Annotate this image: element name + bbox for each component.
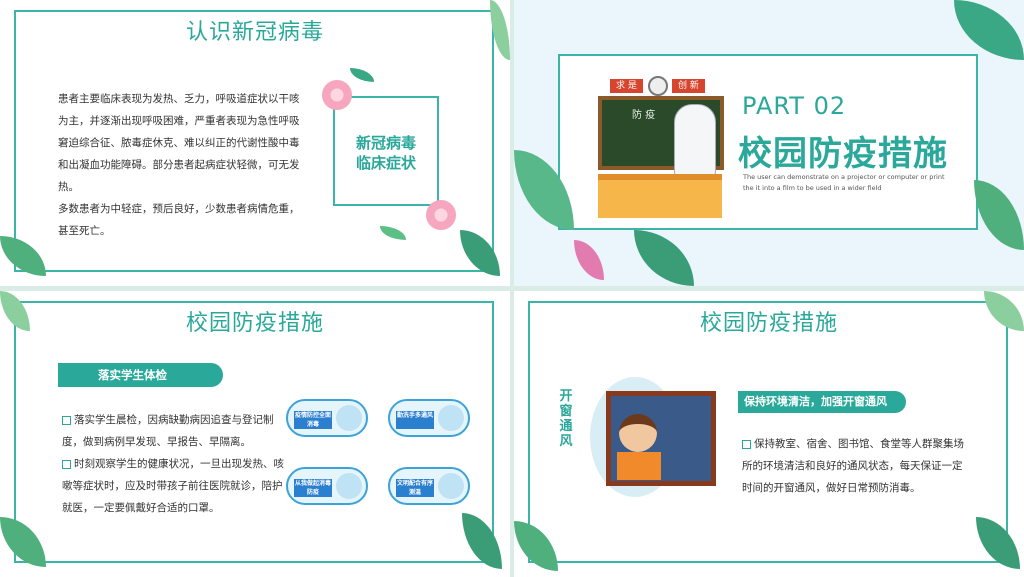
bullet-icon: [742, 439, 751, 449]
leaf-icon: [974, 180, 1024, 250]
tip-label: 从我做起消毒防疫: [294, 479, 332, 497]
leaf-icon: [634, 230, 694, 286]
tip-label: 疫情防控全面消毒: [294, 411, 332, 429]
checkup-text: 落实学生晨检，因病缺勤病因追查与登记制度，做到病例早发现、早报告、早隔离。 时刻…: [62, 409, 288, 519]
student-icon: [336, 473, 362, 499]
tip-label: 文明配合有序测温: [396, 479, 434, 497]
slide-title: 校园防疫措施: [699, 311, 838, 336]
card-title-line-2: 临床症状: [355, 154, 416, 172]
card-title-line-1: 新冠病毒: [355, 134, 416, 152]
window-illustration: [606, 391, 716, 486]
bullet-text: 落实学生晨检，因病缺勤病因追查与登记制度，做到病例早发现、早报告、早隔离。: [62, 414, 274, 448]
tip-pill: 勤洗手多通风: [388, 399, 470, 437]
board-text: 防 疫: [632, 110, 656, 121]
part-label: PART 02: [742, 92, 847, 120]
bullet-item: 时刻观察学生的健康状况，一旦出现发热、咳嗽等症状时，应及时带孩子前往医院就诊，陪…: [62, 453, 288, 519]
bullet-icon: [62, 459, 71, 469]
bullet-item: 落实学生晨检，因病缺勤病因追查与登记制度，做到病例早发现、早报告、早隔离。: [62, 409, 288, 453]
tip-pill: 从我做起消毒防疫: [286, 467, 368, 505]
paragraph-1: 患者主要临床表现为发热、乏力，呼吸道症状以干咳为主，并逐渐出现呼吸困难，严重者表…: [58, 93, 300, 193]
symptom-text: 患者主要临床表现为发热、乏力，呼吸道症状以干咳为主，并逐渐出现呼吸困难，严重者表…: [58, 88, 306, 242]
bullet-text: 保持教室、宿舍、图书馆、食堂等人群聚集场所的环境清洁和良好的通风状态，每天保证一…: [742, 438, 964, 494]
desk: [598, 174, 722, 218]
faucet-icon: [438, 405, 464, 431]
paragraph-2: 多数患者为中轻症，预后良好，少数患者病情危重，甚至死亡。: [58, 203, 300, 237]
section-badge: 落实学生体检: [58, 363, 223, 387]
slide-4[interactable]: 校园防疫措施 开窗通风 保持环境清洁，加强开窗通风 保持教室、宿舍、图书馆、食堂…: [514, 291, 1024, 577]
child-icon: [619, 414, 657, 452]
leaf-icon: [954, 0, 1024, 60]
card-title: 新冠病毒 临床症状: [341, 133, 431, 173]
bullet-text: 时刻观察学生的健康状况，一旦出现发热、咳嗽等症状时，应及时带孩子前往医院就诊，陪…: [62, 458, 284, 514]
tip-label: 勤洗手多通风: [396, 411, 434, 429]
ventilation-text: 保持教室、宿舍、图书馆、食堂等人群聚集场所的环境清洁和良好的通风状态，每天保证一…: [742, 433, 968, 499]
handwash-icon: [336, 405, 362, 431]
slide-1[interactable]: 认识新冠病毒 患者主要临床表现为发热、乏力，呼吸道症状以干咳为主，并逐渐出现呼吸…: [0, 0, 510, 286]
slide-3[interactable]: 校园防疫措施 落实学生体检 落实学生晨检，因病缺勤病因追查与登记制度，做到病例早…: [0, 291, 510, 577]
thermometer-icon: [438, 473, 464, 499]
flower-icon: [322, 80, 352, 110]
slide-title: 认识新冠病毒: [185, 20, 324, 45]
flower-icon: [426, 200, 456, 230]
slide-2[interactable]: 求 是 创 新 防 疫 PART 02 校园防疫措施 The user can …: [514, 0, 1024, 286]
bullet-item: 保持教室、宿舍、图书馆、食堂等人群聚集场所的环境清洁和良好的通风状态，每天保证一…: [742, 433, 968, 499]
section-badge: 保持环境清洁，加强开窗通风: [738, 391, 906, 413]
flower-icon: [574, 240, 604, 280]
slide-frame: [14, 301, 494, 563]
tag-label: 创 新: [672, 79, 705, 93]
card-frame: [333, 96, 439, 206]
slide-frame: [14, 10, 494, 272]
section-title: 校园防疫措施: [738, 134, 948, 174]
slide-frame: [528, 301, 1008, 563]
vertical-label: 开窗通风: [559, 389, 573, 449]
clock-icon: [648, 76, 668, 96]
tip-pill: 文明配合有序测温: [388, 467, 470, 505]
slide-title: 校园防疫措施: [185, 311, 324, 336]
child-body: [617, 452, 661, 480]
bullet-icon: [62, 415, 71, 425]
tip-pill: 疫情防控全面消毒: [286, 399, 368, 437]
english-caption: The user can demonstrate on a projector …: [743, 173, 945, 192]
tag-label: 求 是: [610, 79, 643, 93]
doctor-illustration: [674, 104, 716, 178]
